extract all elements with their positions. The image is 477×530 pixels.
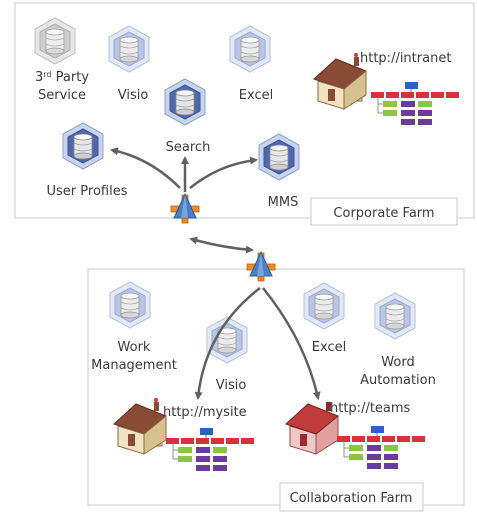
work-management-label-line2: Management [91, 358, 177, 373]
work-management-label-line1: Work [118, 340, 151, 355]
arrow-icon [189, 156, 258, 189]
corporate-farm-label: Corporate Farm [333, 206, 434, 221]
user-profiles-label: User Profiles [47, 184, 128, 199]
arrow-icon [110, 147, 181, 189]
visio-collaboration-label: Visio [216, 378, 247, 393]
third-party-service-label: 3rd Party [35, 70, 89, 86]
collaboration-farm-label-box [279, 482, 424, 512]
corporate-farm-label-box [310, 197, 458, 226]
arrow-icon [189, 236, 254, 254]
search-label: Search [166, 140, 211, 155]
intranet-url-label: http://intranet [360, 51, 451, 66]
mysite-url-label: http://mysite [163, 405, 247, 420]
third-party-service-label-line2: Service [38, 88, 86, 103]
arrow-icon [262, 287, 321, 400]
arrow-icon [194, 287, 261, 400]
collaboration-arrows [194, 287, 321, 400]
excel-collaboration-label: Excel [312, 340, 346, 355]
visio-corporate-label: Visio [118, 88, 149, 103]
word-automation-label-line2: Automation [360, 373, 436, 388]
teams-url-label: http://teams [330, 401, 411, 416]
word-automation-label-line1: Word [381, 355, 414, 370]
collaboration-farm-label: Collaboration Farm [290, 491, 413, 506]
mms-label: MMS [268, 195, 299, 210]
excel-corporate-label: Excel [239, 88, 273, 103]
corporate-arrows [110, 147, 258, 254]
